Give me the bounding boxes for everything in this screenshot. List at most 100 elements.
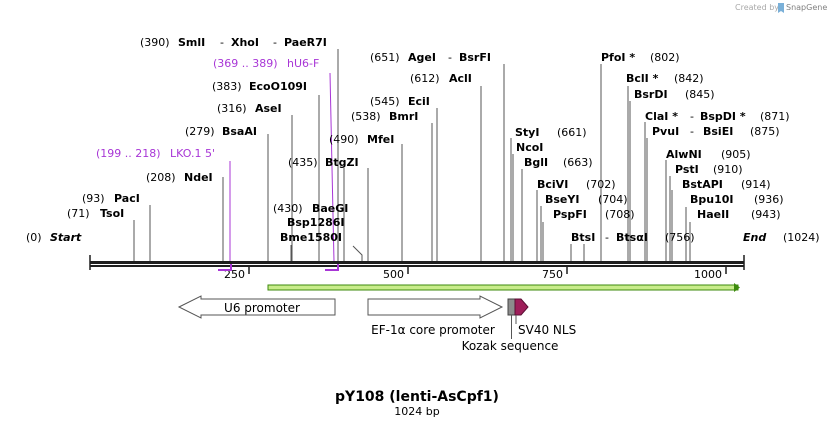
site-name: StyI [515,126,539,139]
primer-name: hU6-F [287,57,319,70]
site-name: AlwNI [666,148,702,161]
site-position: (702) [586,178,616,191]
site-baegi: (430) BaeGI [273,202,348,215]
feature-sv40-nls: SV40 NLS [514,298,576,337]
snapgene-watermark: Created by SnapGene [735,3,827,13]
scale-tick-750: 750 [542,268,563,281]
site-name-extra: BspDI * [700,110,746,123]
orf-arrow [267,283,740,292]
site-position: (490) [329,133,359,146]
site-asei: (316) AseI [217,102,282,115]
site-name: AgeI [408,51,436,64]
site-position: (71) [67,207,90,220]
site-position: (316) [217,102,247,115]
site-bcivi: BciVI (702) [537,178,616,191]
site-separator: - [690,110,694,123]
site-position: (910) [713,163,743,176]
site-position: (93) [82,192,105,205]
site-pvui-bsiei: PvuI - BsiEI (875) [652,125,780,138]
site-name-extra: XhoI [231,36,259,49]
scale-ticks [248,267,727,274]
watermark-prefix: Created by [735,3,779,12]
site-separator: - [448,51,452,64]
site-position: (208) [146,171,176,184]
site-name: PvuI [652,125,679,138]
primer-mark-lko1 [218,264,232,271]
site-ecoo109i: (383) EcoO109I [212,80,307,93]
site-position: (663) [563,156,593,169]
feature-label-ef1a-core-promoter: EF-1α core promoter [371,323,495,337]
site-position: (538) [351,110,381,123]
site-name-extra: BsrFI [459,51,491,64]
primer-range: (369 .. 389) [213,57,278,70]
site-name: ClaI * [645,110,678,123]
site-name: BaeGI [312,202,348,215]
primer-leader-lines [229,72,335,263]
site-psti: PstI (910) [675,163,743,176]
site-position: (842) [674,72,704,85]
site-name: BglI [524,156,548,169]
plasmid-title: pY108 (lenti-AsCpf1) [335,389,499,405]
site-name: EciI [408,95,430,108]
site-position: (914) [741,178,771,191]
site-clai-bspdi: ClaI * - BspDI * (871) [645,110,790,123]
site-name: NdeI [184,171,213,184]
site-name: EcoO109I [249,80,307,93]
sequence-backbone [89,255,745,270]
site-position: (430) [273,202,303,215]
site-tsoi: (71) TsoI [67,207,124,220]
site-name: BmrI [389,110,418,123]
site-name: NcoI [516,141,543,154]
site-bcli: BclI * (842) [626,72,704,85]
feature-label-u6-promoter: U6 promoter [224,301,300,315]
site-name: Bsp1286I [287,216,345,229]
site-name: BstAPI [682,178,723,191]
site-bme1580i: Bme1580I [280,231,342,244]
feature-u6-promoter: U6 promoter [177,295,336,319]
site-position: (545) [370,95,400,108]
site-name: HaeII [697,208,729,221]
primer-name: LKO.1 5' [170,147,215,160]
site-ecii: (545) EciI [370,95,430,108]
site-position: (708) [605,208,635,221]
scale-tick-250: 250 [224,268,245,281]
feature-kozak-sequence: Kozak sequence [462,298,558,353]
site-separator: - [273,36,277,49]
site-name: BseYI [545,193,579,206]
scale-tick-500: 500 [383,268,404,281]
site-position: (612) [410,72,440,85]
site-bsrdi: BsrDI (845) [634,88,715,101]
site-name-extra: BsiEI [703,125,733,138]
primer-label-hu6-f: (369 .. 389) hU6-F [213,57,319,70]
end-label: End (1024) [743,231,820,244]
site-position: (279) [185,125,215,138]
site-alwni: AlwNI (905) [666,148,751,161]
primer-binding-marks [218,264,339,271]
site-acli: (612) AclI [410,72,472,85]
site-btgzi: (435) BtgZI [288,156,359,169]
start-label: (0) Start [26,231,82,244]
site-position: (383) [212,80,242,93]
plasmid-length: 1024 bp [394,405,439,418]
restriction-site-labels: (71) TsoI (93) PacI (208) NdeI (279) Bsa… [67,36,790,244]
site-position: (936) [754,193,784,206]
site-name: BtsI [571,231,595,244]
site-separator: - [605,231,609,244]
site-leader-lines [133,49,691,262]
start-name: Start [50,231,82,244]
site-name: PstI [675,163,699,176]
site-separator: - [690,125,694,138]
site-bpu10i: Bpu10I (936) [690,193,784,206]
site-name: BtsαI [616,231,648,244]
primer-label-lko1-5: (199 .. 218) LKO.1 5' [96,147,215,160]
site-position: (756) [665,231,695,244]
site-position: (435) [288,156,318,169]
watermark-brand: SnapGene [786,3,827,12]
site-ncoi: NcoI [516,141,543,154]
site-name: BsaAI [222,125,257,138]
snapgene-logo-icon [778,3,784,13]
site-position: (802) [650,51,680,64]
site-bsp1286i: Bsp1286I [287,216,345,229]
site-name: BtgZI [325,156,359,169]
